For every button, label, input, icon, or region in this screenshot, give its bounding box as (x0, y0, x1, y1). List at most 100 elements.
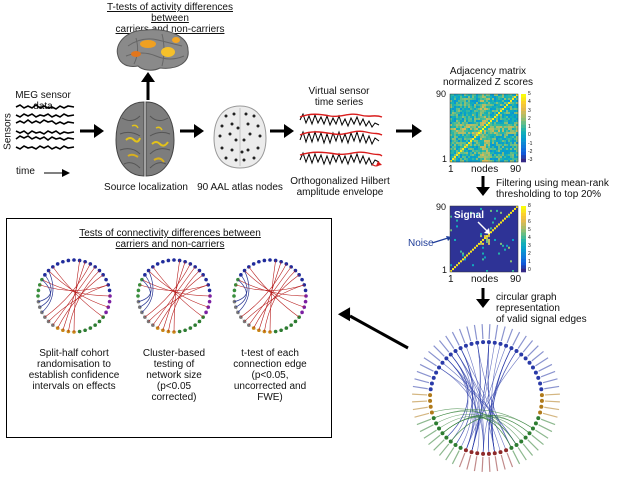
matrix-cell (506, 215, 508, 218)
matrix-cell (452, 156, 455, 159)
matrix-cell (474, 104, 477, 107)
matrix-cell (474, 108, 477, 111)
colorbar-tick-label: 4 (528, 99, 531, 106)
matrix-cell (458, 144, 461, 147)
graph-edge (139, 279, 151, 308)
node-label-tick (522, 340, 534, 353)
matrix-cell (498, 134, 501, 137)
matrix-cell (492, 102, 495, 105)
matrix-cell (464, 120, 467, 123)
matrix-cell (468, 160, 471, 163)
colorbar-segment (521, 222, 526, 227)
matrix-cell (480, 240, 482, 243)
matrix-cell (498, 252, 500, 255)
matrix-cell (504, 217, 506, 220)
colorbar-segment (521, 255, 526, 260)
matrix-cell (460, 102, 463, 105)
matrix-cell (472, 248, 474, 251)
matrix-cell (478, 146, 481, 149)
matrix-cell (462, 156, 465, 159)
matrix-cell (486, 130, 489, 133)
matrix-cell (466, 130, 469, 133)
matrix-cell (508, 150, 511, 153)
matrix-cell (452, 94, 455, 97)
matrix-cell (468, 152, 471, 155)
matrix-cell (502, 219, 504, 222)
graph-node (66, 258, 71, 263)
graph-node (536, 416, 541, 421)
node-label-tick (488, 456, 491, 472)
matrix-cell (498, 122, 501, 125)
matrix-cell (482, 238, 484, 241)
matrix-cell (516, 112, 519, 115)
graph-node (104, 277, 108, 282)
matrix-cell (454, 154, 457, 157)
matrix-cell (450, 128, 453, 131)
matrix-cell (458, 134, 461, 137)
matrix-cell (508, 128, 511, 131)
colorbar-segment (521, 124, 526, 129)
matrix-cell (492, 126, 495, 129)
matrix-cell (492, 124, 495, 127)
matrix-cell (460, 100, 463, 103)
matrix-cell (450, 124, 453, 127)
matrix-cell (472, 138, 475, 141)
matrix-cell (514, 156, 517, 159)
noise-label: Noise (408, 238, 434, 249)
matrix-cell (458, 150, 461, 153)
matrix-cell (492, 130, 495, 133)
graph-node (486, 451, 491, 456)
matrix-cell (480, 94, 483, 97)
matrix-cell (486, 114, 489, 117)
graph-node (453, 442, 458, 447)
matrix-cell (500, 142, 503, 145)
matrix-cell (464, 138, 467, 141)
matrix-cell (458, 146, 461, 149)
matrix-cell (466, 118, 469, 121)
matrix-cell (508, 130, 511, 133)
matrix-cell (492, 152, 495, 155)
matrix-cell (494, 128, 497, 131)
matrix-cell (510, 118, 513, 121)
arrow-filtered-to-circular (476, 288, 490, 308)
matrix-cell (482, 126, 485, 129)
matrix-cell (470, 114, 473, 117)
matrix-cell (482, 116, 485, 119)
matrix-cell (462, 128, 465, 131)
matrix-cell (462, 136, 465, 139)
matrix-cell (514, 207, 516, 210)
matrix-cell (462, 94, 465, 97)
matrix-cell (478, 102, 481, 105)
matrix-cell (468, 118, 471, 121)
graph-node (504, 448, 509, 453)
matrix-cell (468, 116, 471, 119)
matrix-cell (460, 98, 463, 101)
source-label: Source localization (104, 182, 188, 193)
node-label-tick (466, 326, 472, 342)
matrix-cell (454, 114, 457, 117)
matrix-cell (498, 108, 501, 111)
matrix-cell (484, 96, 487, 99)
matrix-cell (488, 242, 490, 245)
matrix-cell (512, 120, 515, 123)
matrix-cell (514, 130, 517, 133)
graph-node (207, 288, 212, 293)
matrix-cell (486, 124, 489, 127)
matrix-cell (464, 106, 467, 109)
matrix-cell (474, 112, 477, 115)
matrix-cell (450, 142, 453, 145)
matrix-cell (484, 130, 487, 133)
arrow-circular-to-tests (337, 307, 409, 350)
graph-node (428, 404, 433, 409)
matrix-cell (496, 130, 499, 133)
matrix-cell (482, 106, 485, 109)
matrix-cell (486, 152, 489, 155)
matrix-cell (500, 132, 503, 135)
matrix-cell (514, 134, 517, 137)
matrix-cell (510, 150, 513, 153)
graph-node (107, 299, 112, 304)
matrix-cell (460, 146, 463, 149)
matrix-cell (516, 146, 519, 149)
matrix-cell (450, 160, 453, 163)
matrix-cell (454, 100, 457, 103)
